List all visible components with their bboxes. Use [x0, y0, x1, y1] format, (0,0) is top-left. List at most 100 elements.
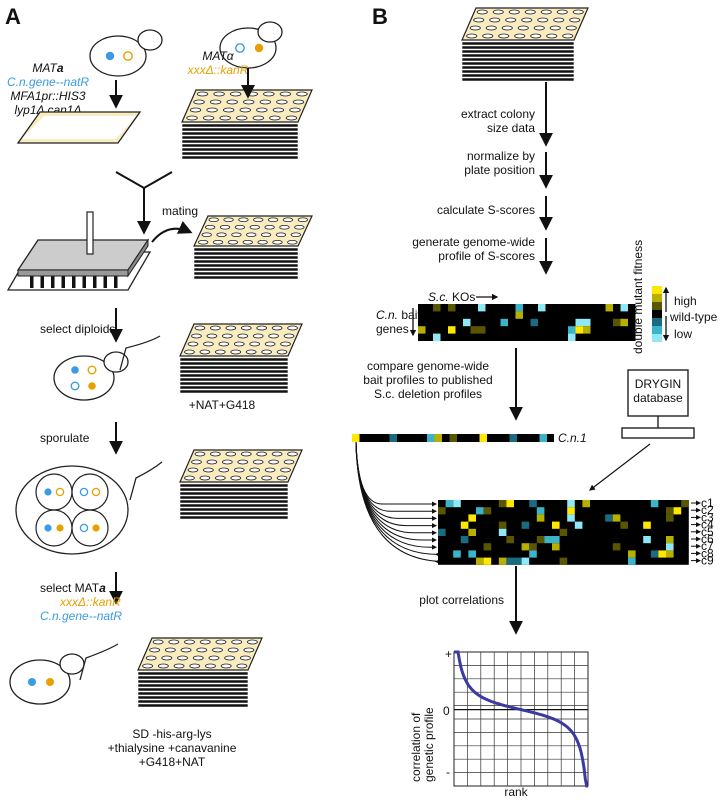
- heatmap-cell: [613, 318, 621, 327]
- plate-layer: [461, 65, 575, 70]
- colony: [264, 467, 276, 473]
- panel-a-label: A: [5, 4, 21, 29]
- plate-layer: [179, 503, 289, 508]
- plate-layer: [137, 687, 249, 692]
- colony: [152, 639, 164, 645]
- cn1-cell: [434, 434, 442, 442]
- sc-kos-label: S.c. KOs: [428, 290, 475, 304]
- colony: [193, 99, 205, 105]
- plate-layer: [179, 381, 289, 386]
- colony: [282, 217, 294, 223]
- heatmap-cell: [620, 318, 628, 327]
- colony: [212, 647, 223, 653]
- fan-arrow: [355, 441, 437, 550]
- media-nat-g418: +NAT+G418: [189, 398, 256, 412]
- mata-gene: C.n.gene--natR: [7, 75, 89, 89]
- plate-layer: [461, 53, 575, 58]
- double-mutant-plate-stack: [461, 7, 589, 82]
- colony: [227, 239, 239, 245]
- colony: [283, 333, 295, 339]
- colony: [161, 655, 173, 661]
- heatmap-cell: [529, 543, 537, 551]
- deletion-profile-heatmap: [438, 500, 689, 565]
- colony: [212, 239, 224, 245]
- plate-layer: [181, 155, 299, 160]
- step-select-diploids: select diploids: [40, 322, 115, 336]
- colony: [267, 217, 279, 223]
- colony: [473, 17, 485, 23]
- plate-layer: [179, 499, 289, 504]
- heatmap-cell: [438, 528, 446, 536]
- database-arrow: [589, 443, 651, 491]
- colony: [253, 217, 264, 223]
- plate-layer: [181, 127, 299, 132]
- plate-layer: [137, 679, 249, 684]
- pin: [72, 274, 76, 288]
- colony: [533, 25, 545, 31]
- colony: [191, 333, 202, 339]
- plate-layer: [181, 123, 299, 128]
- colony: [240, 325, 252, 331]
- row-label: c6: [701, 532, 714, 546]
- colony: [268, 333, 279, 339]
- select-gene-1: xxxΔ::kanR: [59, 595, 121, 609]
- colony: [237, 333, 249, 339]
- colony: [184, 639, 195, 645]
- plate-layer: [181, 147, 299, 152]
- plate-layer: [181, 131, 299, 136]
- heatmap-cell: [453, 500, 461, 508]
- colony: [466, 33, 478, 39]
- colony: [508, 9, 520, 15]
- heatmap-cell: [620, 521, 628, 529]
- heatmap-cell: [483, 507, 492, 515]
- colony: [199, 475, 211, 481]
- heatmap-cell: [544, 536, 552, 544]
- legend-swatch: [652, 326, 662, 334]
- plate-layer: [461, 73, 575, 78]
- colony: [191, 459, 202, 465]
- colony: [210, 325, 221, 331]
- colony: [269, 115, 281, 121]
- mata-title: MATa: [32, 61, 63, 75]
- cn1-cell: [352, 434, 360, 442]
- heatmap-cell: [583, 318, 591, 327]
- colony: [537, 17, 549, 23]
- heatmap-cell: [476, 557, 484, 565]
- heatmap-cell: [521, 557, 530, 565]
- legend-wild-type: wild-type: [669, 310, 718, 324]
- heatmap-cell: [418, 326, 426, 334]
- colony: [272, 239, 283, 245]
- pin: [30, 274, 34, 288]
- heatmap-cell: [468, 528, 476, 536]
- heatmap-cell: [612, 543, 621, 551]
- colony: [256, 107, 268, 113]
- colony: [157, 663, 169, 669]
- heatmap-cell: [498, 557, 507, 565]
- plate-top: [193, 215, 313, 247]
- drygin-label-1: DRYGIN: [635, 377, 681, 391]
- heatmap-cell: [666, 550, 674, 558]
- heatmap-cell: [478, 304, 486, 312]
- plate-layer: [179, 357, 289, 362]
- row-label: c8: [701, 546, 714, 560]
- colony: [203, 341, 214, 347]
- step-generate-1: generate genome-wide: [412, 235, 535, 249]
- heatmap-cell: [506, 557, 514, 565]
- plate-layer: [179, 361, 289, 366]
- cn1-cell: [539, 434, 547, 442]
- colony: [257, 239, 268, 245]
- colony: [224, 655, 236, 661]
- plate-layer: [137, 699, 249, 704]
- colony: [549, 25, 561, 31]
- colony: [489, 17, 501, 23]
- drygin-database-monitor-icon: [621, 369, 695, 439]
- heatmap-cell: [575, 318, 583, 327]
- colony: [201, 232, 212, 238]
- heatmap-cell: [666, 514, 674, 522]
- select-gene-2: C.n.gene--natR: [40, 609, 122, 623]
- plate-layer: [179, 377, 289, 382]
- plate-layer: [461, 41, 575, 46]
- matalpha-gene: xxxΔ::kanR: [187, 63, 249, 77]
- colony: [233, 341, 245, 347]
